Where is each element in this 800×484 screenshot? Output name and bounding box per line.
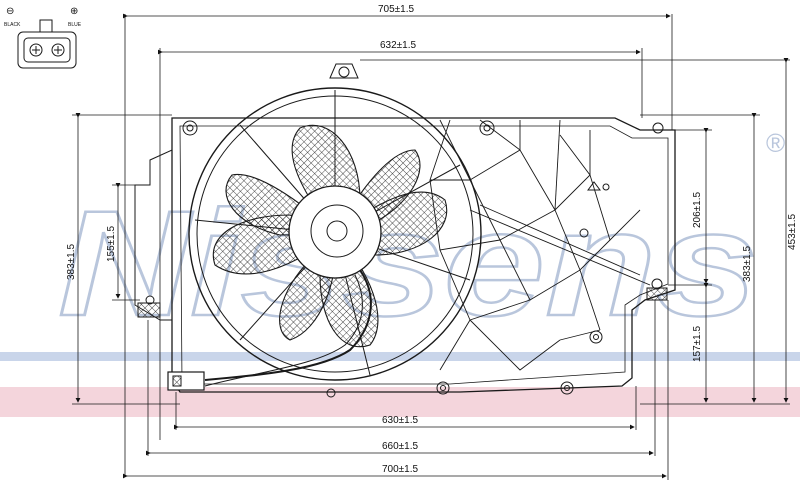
bracket-foot-hatched bbox=[137, 302, 161, 318]
dim-label-157: 157±1.5 bbox=[692, 325, 703, 362]
connector-black-label: BLACK bbox=[4, 22, 21, 28]
airflow-symbol bbox=[587, 181, 601, 191]
dim-label-630: 630±1.5 bbox=[382, 415, 419, 426]
watermark-band-blue bbox=[0, 352, 800, 361]
fan-ring-outer bbox=[188, 87, 482, 381]
dim-label-632: 632±1.5 bbox=[380, 40, 417, 51]
dim-label-155: 155±1.5 bbox=[106, 225, 117, 262]
motor-wire-2 bbox=[204, 274, 363, 387]
top-mounting-tab bbox=[329, 63, 359, 79]
wire-plug-latch bbox=[172, 375, 182, 387]
motor-hub-center bbox=[326, 220, 348, 242]
shroud-inner-outline bbox=[179, 125, 669, 385]
connector-blue-label: BLUE bbox=[68, 22, 82, 28]
dim-label-right-383: 383±1.5 bbox=[742, 245, 753, 282]
registered-mark: ® bbox=[766, 128, 785, 158]
connector-minus-symbol: ⊖ bbox=[6, 6, 14, 17]
right-foot-hatched bbox=[646, 287, 668, 301]
shroud-outline bbox=[171, 117, 676, 393]
dim-label-453: 453±1.5 bbox=[787, 213, 798, 250]
airflow-symbol-circle bbox=[602, 183, 610, 191]
mounting-holes bbox=[145, 66, 664, 398]
connector-inset bbox=[17, 19, 77, 69]
dim-label-705: 705±1.5 bbox=[378, 4, 415, 15]
dim-label-left-383: 383±1.5 bbox=[66, 243, 77, 280]
dim-label-660: 660±1.5 bbox=[382, 441, 419, 452]
connector-plus-symbol: ⊕ bbox=[70, 6, 78, 17]
dim-label-206: 206±1.5 bbox=[692, 191, 703, 228]
dim-label-700: 700±1.5 bbox=[382, 464, 419, 475]
